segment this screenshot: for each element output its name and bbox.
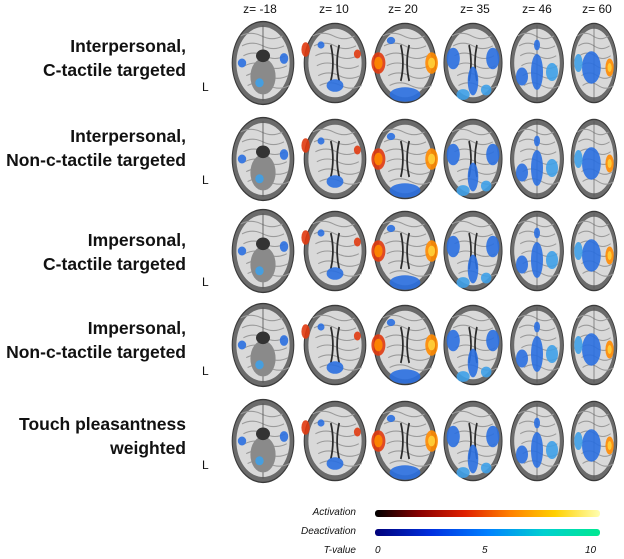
brain-slice-image (510, 400, 564, 482)
row-label-touch-pleasantness: Touch pleasantness weighted (19, 412, 186, 460)
brain-slice-image (231, 20, 295, 106)
legend-tvalue-label: T-value (323, 545, 356, 556)
row-label-interpersonal-nonct: Interpersonal, Non-c-tactile targeted (6, 124, 186, 172)
brain-slice-image (231, 116, 295, 202)
brain-slice-image (570, 118, 618, 200)
brain-slice-image (231, 398, 295, 484)
brain-slice-image (510, 22, 564, 104)
left-hemisphere-marker: L (202, 275, 209, 289)
brain-slice-image (443, 304, 503, 386)
activation-colorbar (375, 510, 600, 517)
brain-slice-image (371, 400, 438, 482)
slice-label-z20: z= 20 (388, 2, 418, 16)
brain-slice-image (301, 118, 367, 200)
brain-slice-image (570, 304, 618, 386)
brain-slice-image (443, 400, 503, 482)
brain-slice-image (231, 302, 295, 388)
row-label-line1: Touch pleasantness (19, 414, 186, 434)
row-label-line1: Interpersonal, (70, 126, 186, 146)
slice-label-z10: z= 10 (319, 2, 349, 16)
row-label-impersonal-nonct: Impersonal, Non-c-tactile targeted (6, 316, 186, 364)
left-hemisphere-marker: L (202, 173, 209, 187)
row-label-line2: Non-c-tactile targeted (6, 150, 186, 170)
brain-slice-image (510, 304, 564, 386)
row-label-line1: Interpersonal, (70, 36, 186, 56)
brain-slice-image (510, 118, 564, 200)
slice-label-z-minus18: z= -18 (243, 2, 277, 16)
brain-slice-image (371, 210, 438, 292)
row-label-line2: weighted (110, 438, 186, 458)
row-label-line1: Impersonal, (87, 230, 186, 250)
row-label-interpersonal-ct: Interpersonal, C-tactile targeted (43, 34, 186, 82)
brain-slice-image (301, 304, 367, 386)
brain-slice-image (231, 208, 295, 294)
brain-slice-image (443, 210, 503, 292)
brain-slice-image (301, 400, 367, 482)
legend-activation-label: Activation (312, 507, 356, 518)
row-label-line1: Impersonal, (87, 318, 186, 338)
left-hemisphere-marker: L (202, 458, 209, 472)
brain-slice-image (570, 22, 618, 104)
brain-slice-image (510, 210, 564, 292)
brain-slice-image (371, 304, 438, 386)
row-label-line2: Non-c-tactile targeted (6, 342, 186, 362)
brain-slice-image (301, 210, 367, 292)
brain-slice-image (371, 22, 438, 104)
left-hemisphere-marker: L (202, 364, 209, 378)
brain-slice-image (371, 118, 438, 200)
tvalue-tick-10: 10 (585, 545, 597, 556)
deactivation-colorbar (375, 529, 600, 536)
left-hemisphere-marker: L (202, 80, 209, 94)
slice-label-z46: z= 46 (522, 2, 552, 16)
legend-deactivation-label: Deactivation (300, 526, 356, 537)
tvalue-tick-0: 0 (375, 545, 381, 556)
slice-label-z35: z= 35 (460, 2, 490, 16)
slice-label-z60: z= 60 (582, 2, 612, 16)
brain-slice-image (443, 22, 503, 104)
row-label-line2: C-tactile targeted (43, 254, 186, 274)
brain-slice-image (301, 22, 367, 104)
brain-slice-image (443, 118, 503, 200)
row-label-impersonal-ct: Impersonal, C-tactile targeted (43, 228, 186, 276)
brain-slice-image (570, 400, 618, 482)
tvalue-tick-5: 5 (482, 545, 488, 556)
brain-slice-image (570, 210, 618, 292)
row-label-line2: C-tactile targeted (43, 60, 186, 80)
